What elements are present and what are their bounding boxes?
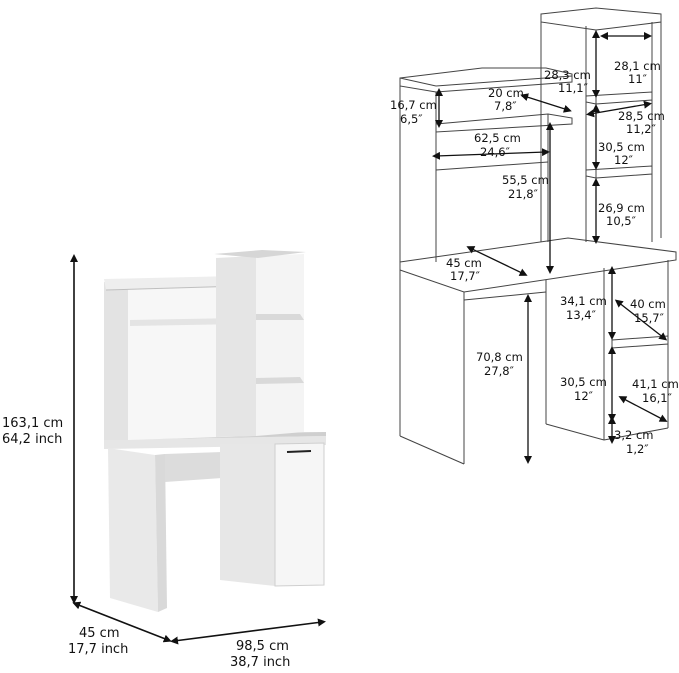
overall-depth-in: 17,7 inch (68, 642, 128, 657)
desk-modesty-panel (165, 452, 222, 482)
dim-d5-in: 11,2″ (626, 122, 657, 136)
dim-d3-cm: 28,3 cm (544, 68, 591, 82)
tower-shelf-2 (256, 377, 304, 384)
dim-d13-cm: 70,8 cm (476, 350, 523, 364)
dim-d4-in: 11″ (628, 72, 648, 86)
detail-dimension-lines (432, 30, 668, 464)
dim-d16-in: 1,2″ (626, 442, 649, 456)
desk-left-leg-front (155, 454, 167, 612)
dim-d8-cm: 55,5 cm (502, 173, 549, 187)
dim-d1-cm: 16,7 cm (390, 98, 437, 112)
desk-left-leg (108, 448, 158, 612)
overall-dimensions (70, 254, 326, 645)
drawing-desk-top (399, 237, 677, 293)
dim-d6-in: 24,6″ (480, 145, 511, 159)
overall-height-in: 64,2 inch (2, 432, 62, 447)
tower-front (256, 254, 304, 436)
dim-d14-cm: 30,5 cm (560, 375, 607, 389)
drawing-cabinet-shelf (611, 335, 669, 349)
dim-d3-in: 11,1″ (558, 81, 589, 95)
hutch-top-shelf (104, 276, 242, 290)
dim-d2-cm: 20 cm (488, 86, 524, 100)
dim-d9-cm: 26,9 cm (598, 201, 645, 215)
drawing-tower-top (540, 7, 662, 31)
overall-depth-cm: 45 cm (79, 626, 120, 641)
tower-top (214, 250, 306, 258)
overall-height-cm: 163,1 cm (2, 416, 63, 431)
dim-d5-cm: 28,5 cm (618, 109, 665, 123)
overall-width-in: 38,7 inch (230, 655, 290, 669)
dim-d7-in: 12″ (614, 153, 634, 167)
hutch-mid-shelf (130, 318, 242, 326)
dim-d16-cm: 3,2 cm (614, 428, 653, 442)
detail-labels: 16,7 cm 6,5″ 20 cm 7,8″ 28,3 cm 11,1″ 28… (390, 59, 679, 456)
width-dimension-line (170, 618, 326, 645)
tower-shelf-1 (256, 314, 304, 320)
dim-d15-in: 16,1″ (642, 391, 673, 405)
depth-dimension-line (72, 601, 172, 643)
tower-side (216, 256, 256, 437)
dim-d11-in: 13,4″ (566, 308, 597, 322)
dim-d14-in: 12″ (574, 389, 594, 403)
dim-d11-cm: 34,1 cm (560, 294, 607, 308)
dim-d8-in: 21,8″ (508, 187, 539, 201)
drawing-hutch-top (399, 67, 573, 93)
cabinet-side (220, 444, 275, 586)
drawing-hutch-shelf (435, 113, 573, 133)
dim-d6-cm: 62,5 cm (474, 131, 521, 145)
dim-d7-cm: 30,5 cm (598, 140, 645, 154)
dim-d12-in: 15,7″ (634, 311, 665, 325)
hutch-left-panel (104, 280, 128, 440)
dim-d10-cm: 45 cm (446, 256, 482, 270)
dim-d15-cm: 41,1 cm (632, 377, 679, 391)
dim-d13-in: 27,8″ (484, 364, 515, 378)
drawing-tower-shelf-2 (585, 165, 653, 179)
dim-d10-in: 17,7″ (450, 269, 481, 283)
dim-d9-in: 10,5″ (606, 214, 637, 228)
cabinet-door (274, 442, 325, 587)
dim-d2-in: 7,8″ (494, 99, 517, 113)
dim-d4-cm: 28,1 cm (614, 59, 661, 73)
desk-illustration (104, 250, 326, 612)
dim-d12-cm: 40 cm (630, 297, 666, 311)
overall-width-cm: 98,5 cm (236, 639, 289, 654)
dim-d1-in: 6,5″ (400, 112, 423, 126)
cabinet-handle (286, 450, 312, 453)
